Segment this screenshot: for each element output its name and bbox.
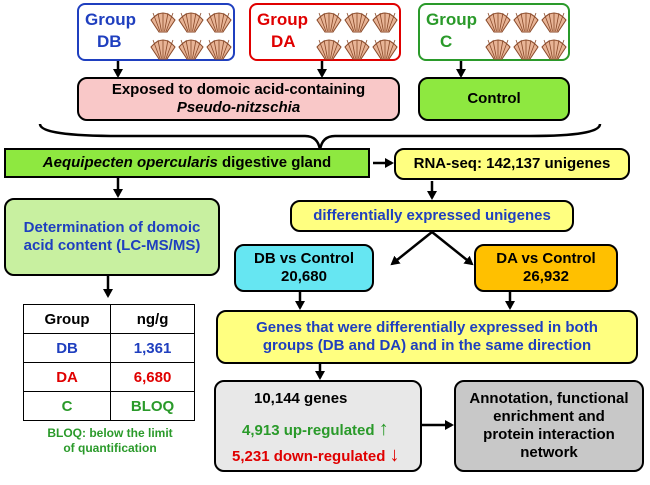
scallop-shells-icon	[316, 12, 398, 60]
table-cell-value: 1,361	[110, 333, 195, 363]
exposed-line1: Exposed to domoic acid-containing	[111, 81, 366, 98]
control-box: Control	[418, 77, 570, 121]
scallop-icon	[485, 12, 511, 33]
both-groups-box: Genes that were differentially expressed…	[216, 310, 638, 364]
control-label: Control	[467, 90, 521, 107]
arrow-down-icon: ↓	[389, 444, 400, 466]
scallop-icon	[541, 39, 567, 60]
determination-box: Determination of domoic acid content (LC…	[4, 198, 220, 276]
group-da-label: Group DA	[257, 9, 308, 53]
table-header-row: Group ng/g	[22, 304, 195, 334]
rnaseq-label: RNA-seq: 142,137 unigenes	[413, 155, 611, 172]
da-vs-control-count: 26,932	[523, 268, 569, 285]
table-row: C BLOQ	[22, 391, 195, 421]
tissue-box: Aequipecten opercularis digestive gland	[4, 148, 370, 178]
scallop-icon	[513, 12, 539, 33]
exposed-box: Exposed to domoic acid-containing Pseudo…	[77, 77, 400, 121]
diff-unigenes-box: differentially expressed unigenes	[290, 200, 574, 232]
scallop-shells-icon	[485, 12, 567, 60]
genes-box: 10,144 genes 4,913 up-regulated ↑ 5,231 …	[214, 380, 422, 472]
bloq-note: BLOQ: below the limit of quantification	[20, 426, 200, 456]
table-cell-value: 6,680	[110, 362, 195, 392]
arrow-diff-to-db	[390, 231, 433, 266]
scallop-icon	[206, 12, 232, 33]
arrow-up-icon: ↑	[378, 418, 389, 440]
annotation-box: Annotation, functional enrichment and pr…	[454, 380, 644, 472]
diff-unigenes-label: differentially expressed unigenes	[313, 207, 551, 224]
scallop-icon	[150, 39, 176, 60]
genes-up-label: 4,913 up-regulated	[242, 422, 375, 439]
db-vs-control-line1: DB vs Control	[253, 250, 354, 267]
group-c-label-line2: C	[440, 32, 453, 51]
db-vs-control-box: DB vs Control 20,680	[234, 244, 374, 292]
table-cell-value: BLOQ	[110, 391, 195, 421]
scallop-icon	[150, 12, 176, 33]
scallop-icon	[372, 12, 398, 33]
group-c-label: Group C	[426, 9, 477, 53]
scallop-shells-icon	[150, 12, 232, 60]
scallop-icon	[316, 39, 342, 60]
scallop-icon	[178, 39, 204, 60]
scallop-icon	[206, 39, 232, 60]
rnaseq-box: RNA-seq: 142,137 unigenes	[394, 148, 630, 180]
group-c-box: Group C	[418, 3, 570, 61]
group-da-label-line2: DA	[271, 32, 296, 51]
table-cell-group: DA	[22, 362, 112, 392]
table-header-group: Group	[22, 304, 112, 334]
table-row: DA 6,680	[22, 362, 195, 392]
genes-total: 10,144 genes	[254, 390, 348, 407]
group-db-box: Group DB	[77, 3, 235, 61]
scallop-icon	[316, 12, 342, 33]
tissue-species: Aequipecten opercularis	[42, 154, 218, 171]
db-vs-control-count: 20,680	[281, 268, 327, 285]
group-db-label-line1: Group	[85, 10, 136, 29]
da-vs-control-line1: DA vs Control	[496, 250, 596, 267]
genes-up-row: 4,913 up-regulated ↑	[242, 418, 389, 441]
table-row: DB 1,361	[22, 333, 195, 363]
bracket-brace	[38, 123, 602, 151]
arrow-diff-to-da	[431, 231, 474, 266]
annotation-line1: Annotation, functional	[469, 390, 629, 407]
group-c-label-line1: Group	[426, 10, 477, 29]
annotation-line2: enrichment and	[493, 408, 605, 425]
scallop-icon	[541, 12, 567, 33]
exposed-species: Pseudo-nitzschia	[176, 99, 301, 116]
table-header-value: ng/g	[110, 304, 195, 334]
tissue-rest: digestive gland	[217, 154, 332, 171]
genes-down-row: 5,231 down-regulated ↓	[232, 444, 400, 467]
scallop-icon	[485, 39, 511, 60]
scallop-icon	[344, 12, 370, 33]
annotation-line3: protein interaction	[483, 426, 615, 443]
bloq-note-line2: of quantification	[63, 441, 157, 455]
scallop-icon	[372, 39, 398, 60]
genes-down-label: 5,231 down-regulated	[232, 448, 386, 465]
scallop-icon	[344, 39, 370, 60]
group-da-box: Group DA	[249, 3, 401, 61]
bloq-note-line1: BLOQ: below the limit	[47, 426, 173, 440]
table-cell-group: C	[22, 391, 112, 421]
group-da-label-line1: Group	[257, 10, 308, 29]
scallop-icon	[178, 12, 204, 33]
da-vs-control-box: DA vs Control 26,932	[474, 244, 618, 292]
annotation-line4: network	[520, 444, 578, 461]
domoic-acid-table: Group ng/g DB 1,361 DA 6,680 C BLOQ	[22, 304, 195, 421]
determination-line1: Determination of domoic	[23, 219, 201, 236]
determination-line2: acid content (LC-MS/MS)	[23, 237, 201, 254]
group-db-label: Group DB	[85, 9, 136, 53]
both-groups-line2: groups (DB and DA) and in the same direc…	[262, 337, 592, 354]
group-db-label-line2: DB	[97, 32, 122, 51]
table-cell-group: DB	[22, 333, 112, 363]
both-groups-line1: Genes that were differentially expressed…	[256, 319, 598, 336]
scallop-icon	[513, 39, 539, 60]
